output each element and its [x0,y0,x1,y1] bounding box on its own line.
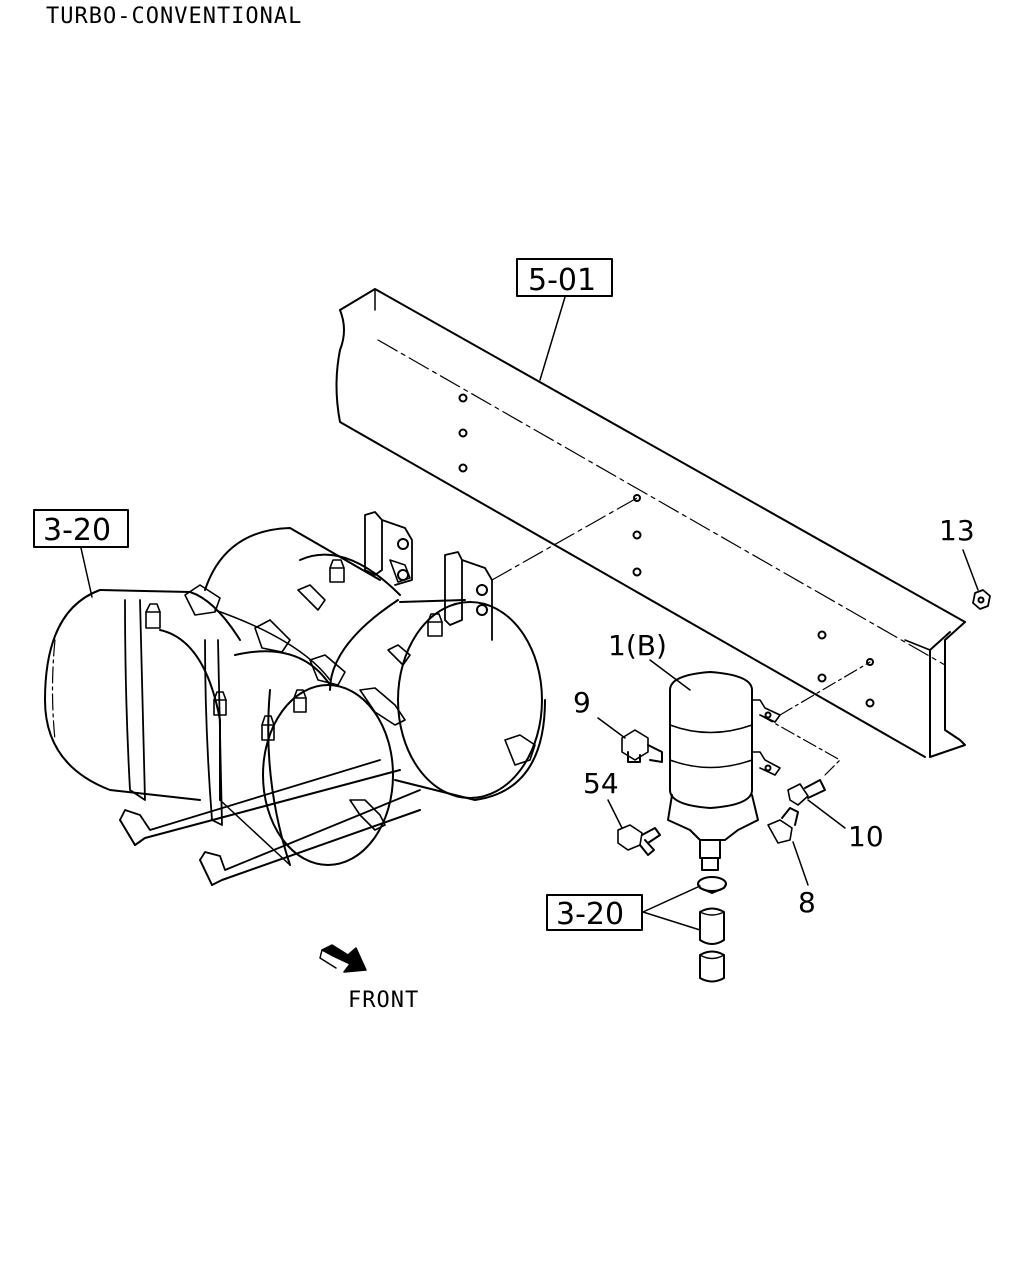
callout-elbow-8: 8 [798,886,816,919]
hose-reference-text: 3-20 [556,897,624,932]
diagram-title: TURBO-CONVENTIONAL [46,4,303,29]
front-label: FRONT [348,988,420,1013]
callout-fitting-9: 9 [573,686,591,719]
bracket-leader [491,497,638,581]
frame-reference-text: 5-01 [528,263,596,298]
tank-reference-text: 3-20 [43,513,111,548]
callout-bolt-10: 10 [848,820,884,853]
elbow-8 [767,807,799,844]
callout-13-leader [962,549,979,591]
air-dryer [667,661,871,871]
nut-13 [972,589,991,610]
callout-10-leader [807,799,846,829]
hose-reference-box: 3-20 [546,885,701,932]
bolt-10 [787,779,826,806]
callout-9-leader [597,717,626,739]
callout-dryer: 1(B) [608,629,667,662]
fitting-54 [617,824,661,856]
front-arrow-icon [319,944,367,973]
air-tank-assembly [44,511,546,886]
hose-parts [697,876,727,983]
tank-reference-box: 3-20 [33,509,129,598]
fitting-9 [621,729,663,763]
callout-54-leader [607,799,623,829]
callout-8-leader [792,841,809,886]
callout-dryer-leader [649,659,691,691]
frame-rail [335,288,966,758]
frame-reference-box: 5-01 [516,258,613,381]
callout-fitting-54: 54 [583,767,619,800]
callout-nut-13: 13 [939,514,975,547]
